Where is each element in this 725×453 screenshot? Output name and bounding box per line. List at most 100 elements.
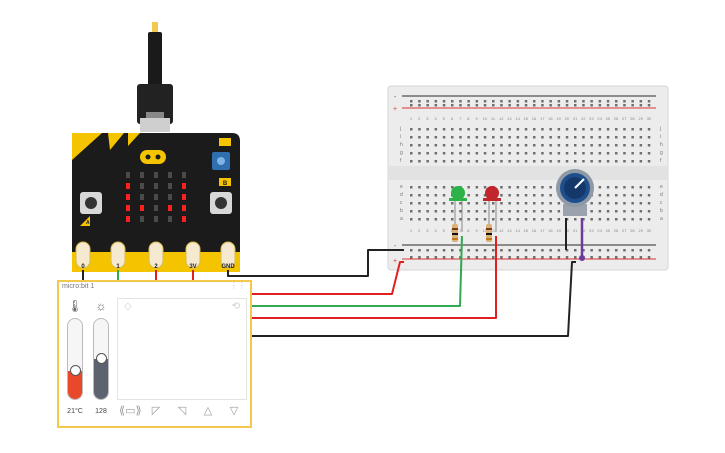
breadboard-hole[interactable] bbox=[606, 100, 610, 103]
potentiometer[interactable] bbox=[556, 169, 594, 216]
breadboard-hole[interactable] bbox=[565, 152, 569, 155]
breadboard-hole[interactable] bbox=[492, 100, 495, 103]
breadboard-hole[interactable] bbox=[557, 210, 561, 213]
breadboard-hole[interactable] bbox=[426, 104, 429, 107]
breadboard-hole[interactable] bbox=[631, 160, 634, 163]
breadboard-hole[interactable] bbox=[557, 160, 561, 163]
breadboard-hole[interactable] bbox=[442, 202, 446, 205]
breadboard-hole[interactable] bbox=[483, 144, 487, 147]
breadboard-hole[interactable] bbox=[631, 210, 634, 213]
breadboard-hole[interactable] bbox=[410, 249, 413, 252]
breadboard-hole[interactable] bbox=[639, 202, 643, 205]
breadboard-hole[interactable] bbox=[451, 210, 454, 213]
breadboard-hole[interactable] bbox=[483, 100, 487, 103]
breadboard-hole[interactable] bbox=[598, 186, 602, 189]
breadboard-hole[interactable] bbox=[426, 160, 429, 163]
breadboard-hole[interactable] bbox=[442, 218, 446, 221]
breadboard-hole[interactable] bbox=[492, 249, 495, 252]
breadboard-hole[interactable] bbox=[631, 104, 634, 107]
breadboard-hole[interactable] bbox=[418, 194, 421, 197]
breadboard-hole[interactable] bbox=[582, 128, 585, 131]
breadboard-hole[interactable] bbox=[631, 194, 634, 197]
breadboard-hole[interactable] bbox=[524, 249, 528, 252]
breadboard-hole[interactable] bbox=[459, 218, 462, 221]
breadboard-hole[interactable] bbox=[434, 194, 438, 197]
breadboard-hole[interactable] bbox=[434, 160, 438, 163]
breadboard-hole[interactable] bbox=[451, 160, 454, 163]
breadboard-hole[interactable] bbox=[549, 256, 552, 259]
breadboard-hole[interactable] bbox=[615, 186, 618, 189]
breadboard-hole[interactable] bbox=[615, 136, 618, 139]
breadboard-hole[interactable] bbox=[606, 249, 610, 252]
breadboard-hole[interactable] bbox=[508, 104, 511, 107]
breadboard-hole[interactable] bbox=[541, 152, 544, 155]
breadboard-hole[interactable] bbox=[623, 194, 626, 197]
breadboard-hole[interactable] bbox=[565, 128, 569, 131]
breadboard-hole[interactable] bbox=[434, 136, 438, 139]
breadboard-hole[interactable] bbox=[500, 186, 503, 189]
breadboard-hole[interactable] bbox=[500, 144, 503, 147]
breadboard-hole[interactable] bbox=[508, 152, 511, 155]
breadboard-hole[interactable] bbox=[623, 210, 626, 213]
breadboard-hole[interactable] bbox=[508, 136, 511, 139]
breadboard-hole[interactable] bbox=[623, 202, 626, 205]
breadboard-hole[interactable] bbox=[549, 100, 552, 103]
pin-3v[interactable]: 3V bbox=[185, 241, 201, 270]
pin-1[interactable]: 1 bbox=[110, 241, 126, 270]
breadboard-hole[interactable] bbox=[574, 152, 577, 155]
pin-gnd[interactable]: GND bbox=[220, 241, 236, 270]
breadboard-hole[interactable] bbox=[647, 128, 651, 131]
breadboard-hole[interactable] bbox=[451, 256, 454, 259]
breadboard-hole[interactable] bbox=[418, 210, 421, 213]
breadboard-hole[interactable] bbox=[508, 194, 511, 197]
breadboard-hole[interactable] bbox=[598, 144, 602, 147]
breadboard-hole[interactable] bbox=[639, 104, 643, 107]
breadboard-hole[interactable] bbox=[475, 136, 479, 139]
breadboard-hole[interactable] bbox=[557, 256, 561, 259]
breadboard-hole[interactable] bbox=[549, 249, 552, 252]
breadboard-hole[interactable] bbox=[639, 256, 643, 259]
breadboard-hole[interactable] bbox=[410, 218, 413, 221]
breadboard-hole[interactable] bbox=[639, 194, 643, 197]
breadboard-hole[interactable] bbox=[467, 160, 470, 163]
breadboard-hole[interactable] bbox=[565, 218, 569, 221]
breadboard-hole[interactable] bbox=[410, 136, 413, 139]
button-a[interactable] bbox=[80, 192, 102, 214]
breadboard-hole[interactable] bbox=[475, 100, 479, 103]
breadboard-hole[interactable] bbox=[606, 194, 610, 197]
breadboard-hole[interactable] bbox=[647, 249, 651, 252]
breadboard-hole[interactable] bbox=[565, 100, 569, 103]
breadboard-hole[interactable] bbox=[598, 128, 602, 131]
breadboard-hole[interactable] bbox=[516, 210, 520, 213]
resistor-2[interactable] bbox=[486, 224, 492, 242]
breadboard-hole[interactable] bbox=[647, 100, 651, 103]
face-up-icon[interactable]: △ bbox=[203, 405, 213, 417]
breadboard-hole[interactable] bbox=[475, 144, 479, 147]
breadboard-hole[interactable] bbox=[623, 249, 626, 252]
breadboard-hole[interactable] bbox=[508, 202, 511, 205]
breadboard-hole[interactable] bbox=[541, 128, 544, 131]
breadboard-hole[interactable] bbox=[557, 100, 561, 103]
breadboard-hole[interactable] bbox=[483, 186, 487, 189]
breadboard-hole[interactable] bbox=[442, 210, 446, 213]
breadboard-hole[interactable] bbox=[516, 128, 520, 131]
breadboard-hole[interactable] bbox=[541, 100, 544, 103]
breadboard-hole[interactable] bbox=[426, 136, 429, 139]
breadboard-hole[interactable] bbox=[524, 194, 528, 197]
breadboard-hole[interactable] bbox=[410, 144, 413, 147]
breadboard-hole[interactable] bbox=[442, 160, 446, 163]
breadboard-hole[interactable] bbox=[598, 210, 602, 213]
breadboard-hole[interactable] bbox=[631, 152, 634, 155]
breadboard-hole[interactable] bbox=[623, 218, 626, 221]
breadboard-hole[interactable] bbox=[508, 186, 511, 189]
breadboard-hole[interactable] bbox=[451, 144, 454, 147]
breadboard-hole[interactable] bbox=[623, 152, 626, 155]
breadboard-hole[interactable] bbox=[606, 186, 610, 189]
breadboard-hole[interactable] bbox=[631, 128, 634, 131]
breadboard-hole[interactable] bbox=[434, 104, 438, 107]
breadboard-hole[interactable] bbox=[483, 256, 487, 259]
shake-icon[interactable]: ⟪▭⟫ bbox=[119, 405, 142, 417]
breadboard-hole[interactable] bbox=[549, 104, 552, 107]
breadboard-hole[interactable] bbox=[549, 136, 552, 139]
